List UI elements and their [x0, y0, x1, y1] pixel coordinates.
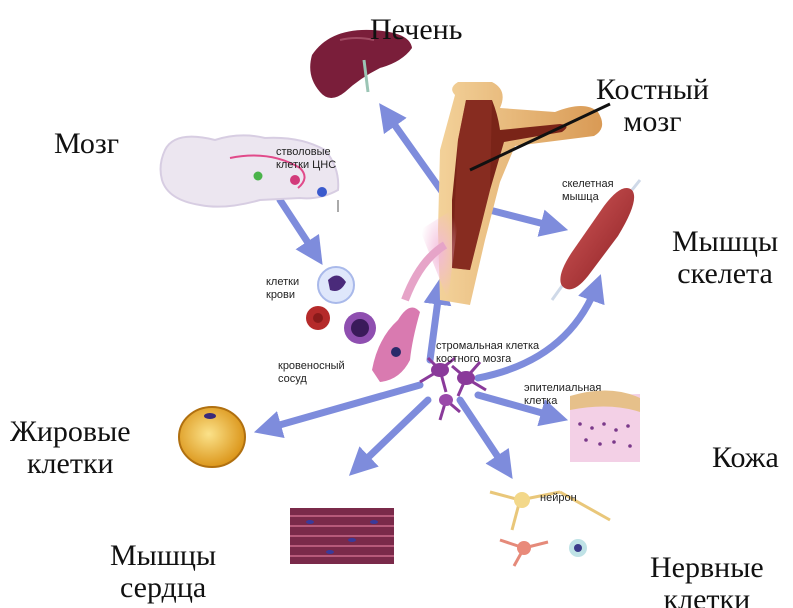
annotation-stromal-cell: стромальная клетка костного мозга [436, 340, 539, 366]
blood-cells-illustration [306, 267, 376, 344]
label-heart-muscles: Мышцы сердца [110, 540, 216, 604]
annotation-skeletal-muscle: скелетная мышца [562, 178, 614, 204]
label-bone-marrow: Костный мозг [596, 74, 709, 138]
annotation-epithelial-cell: эпителиальная клетка [524, 382, 601, 408]
label-fat-cells: Жировые клетки [10, 416, 131, 480]
label-skin: Кожа [712, 442, 779, 474]
arrow-to-heart [355, 400, 428, 470]
annotation-neuron: нейрон [540, 492, 577, 505]
arrow-to-nerve [460, 400, 508, 472]
arrow-brain-to-blood [280, 200, 318, 258]
stromal-cells-illustration [420, 358, 486, 420]
label-nerve-cells: Нервные клетки [650, 552, 764, 608]
fat-cell-illustration [179, 407, 245, 467]
label-liver: Печень [370, 14, 462, 46]
heart-muscle-illustration [290, 508, 394, 564]
label-brain: Мозг [54, 128, 119, 160]
annotation-cns-stem-cells: стволовые клетки ЦНС [276, 146, 336, 172]
arrow-to-fat-cells [262, 385, 420, 430]
arrow-to-liver [384, 110, 448, 200]
annotation-blood-cells: клетки крови [266, 276, 299, 302]
label-skeletal-muscles: Мышцы скелета [672, 226, 778, 290]
annotation-blood-vessel: кровеносный сосуд [278, 360, 345, 386]
